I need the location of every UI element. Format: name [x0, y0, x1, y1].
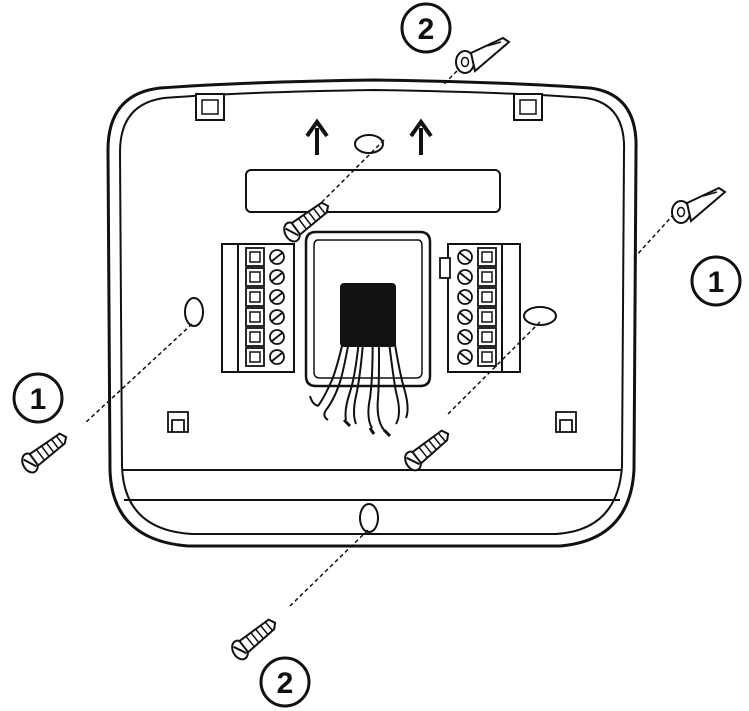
bottom-left-clip: [167, 411, 189, 433]
top-mounting-hole: [354, 134, 384, 154]
right-terminal-block: [439, 243, 521, 373]
right-mounting-hole: [523, 306, 557, 326]
callout-2-top: 2: [400, 2, 452, 54]
bottom-mounting-hole: [359, 503, 379, 533]
top-left-clip: [195, 93, 225, 121]
left-mounting-hole: [184, 297, 204, 327]
callout-1-right: 1: [690, 255, 742, 307]
wall-anchor-icon: [671, 187, 726, 224]
up-arrow-icon: [409, 118, 433, 155]
callout-label: 2: [418, 13, 435, 46]
wall-anchor-icon: [455, 37, 510, 74]
callout-1-left: 1: [12, 372, 64, 424]
wire-bundle-block: [340, 283, 396, 347]
screw-icon: [226, 616, 285, 664]
left-terminal-block: [221, 243, 295, 373]
top-right-clip: [513, 93, 543, 121]
screw-icon: [17, 430, 75, 477]
bottom-right-clip: [555, 411, 577, 433]
wiring-cavity: [304, 230, 432, 388]
guide-lines: [83, 65, 675, 607]
callout-label: 2: [277, 667, 294, 700]
callout-label: 1: [30, 383, 47, 416]
callout-label: 1: [708, 266, 725, 299]
callout-2-bottom: 2: [259, 656, 311, 708]
thermostat-wires: [309, 299, 409, 438]
label-window: [245, 169, 501, 213]
up-arrow-icon: [305, 118, 329, 155]
